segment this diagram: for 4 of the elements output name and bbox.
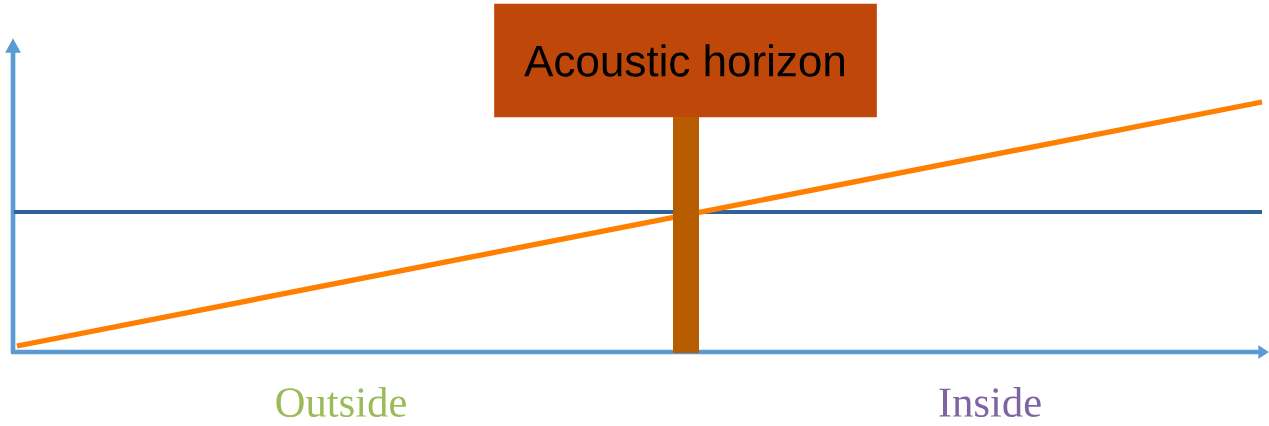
- region-label: Inside: [939, 387, 1041, 417]
- sign-post: [673, 117, 699, 353]
- region-label: Outside: [276, 387, 406, 417]
- sign-box: Acoustic horizon: [494, 3, 877, 118]
